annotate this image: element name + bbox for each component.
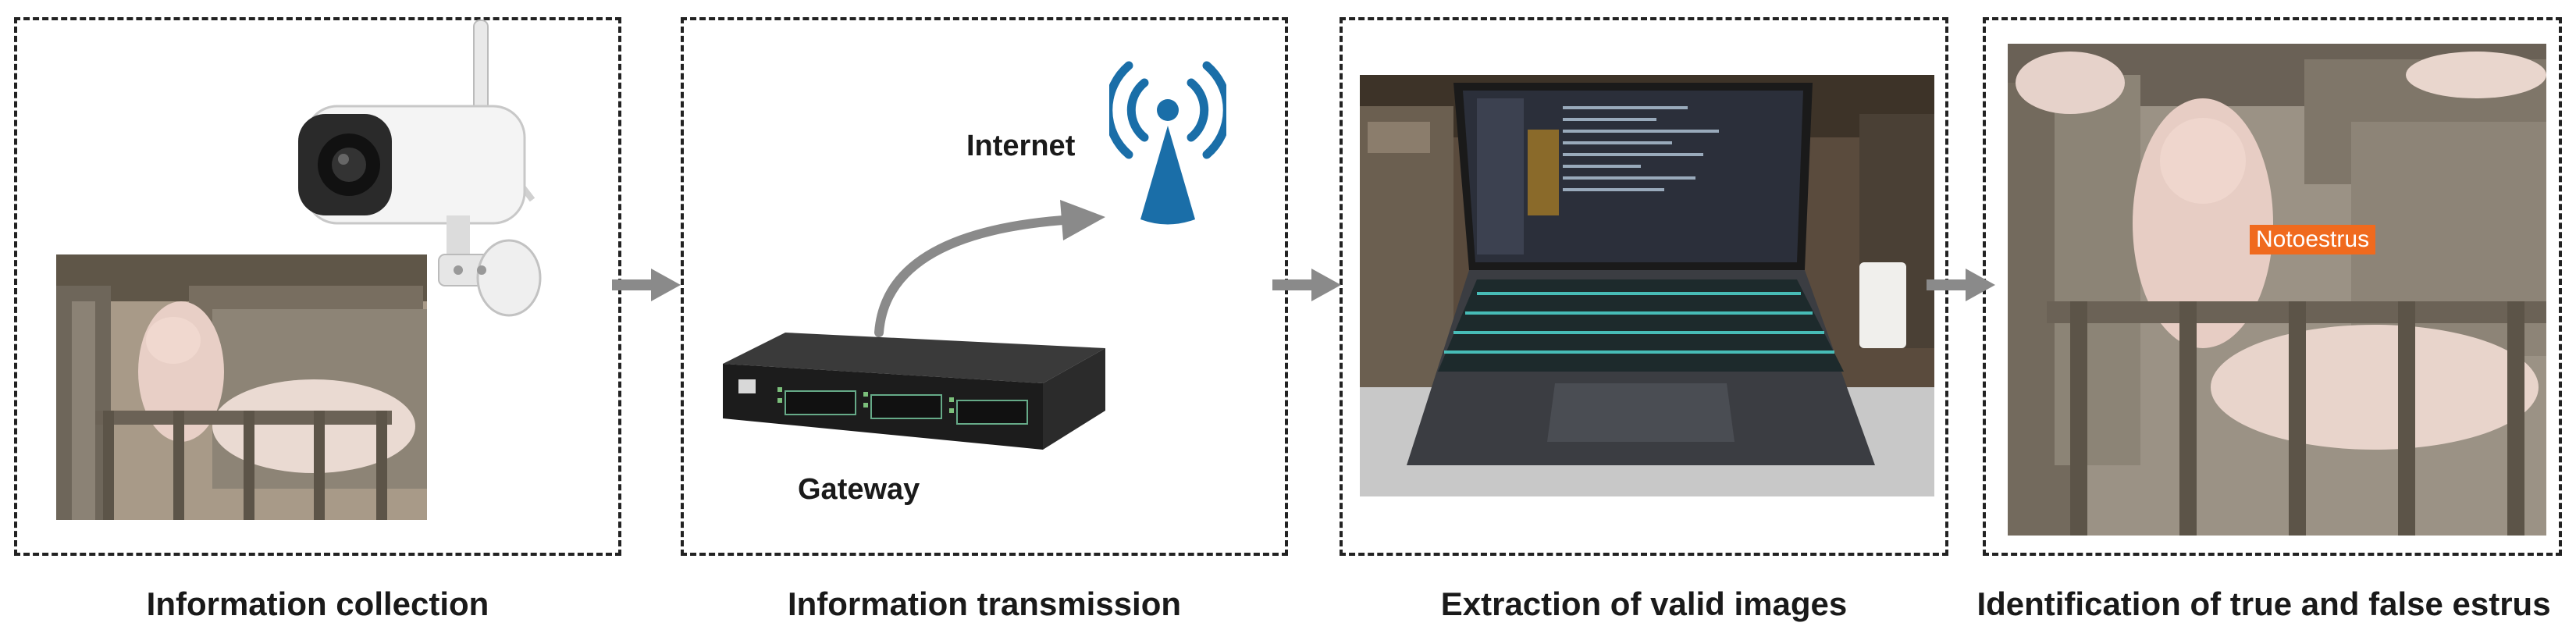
flow-arrow-icon	[1272, 269, 1341, 301]
pig-pen-photo	[56, 254, 427, 520]
flow-arrow-icon	[1927, 269, 1995, 301]
flow-arrow-icon	[612, 269, 681, 301]
detection-tag: Notoestrus	[2250, 225, 2376, 254]
caption-extraction-of-valid-images: Extraction of valid images	[1440, 585, 1848, 622]
caption-identification-of-estrus: Identification of true and false estrus	[1976, 585, 2551, 622]
camera-icon	[298, 20, 542, 317]
panel-identification-of-estrus: Notoestrus	[1983, 17, 2562, 556]
caption-information-transmission: Information transmission	[787, 585, 1182, 622]
gateway-label: Gateway	[798, 473, 920, 506]
wifi-tower-icon	[1109, 61, 1226, 225]
gateway-router-icon	[723, 333, 1105, 450]
panel-information-collection	[14, 17, 621, 556]
caption-information-collection: Information collection	[146, 585, 489, 622]
laptop-icon	[1360, 75, 1934, 496]
internet-label: Internet	[966, 130, 1076, 162]
transmission-arrow	[874, 200, 1105, 337]
detection-photo	[2008, 44, 2546, 536]
panel-extraction-of-valid-images	[1340, 17, 1948, 556]
panel-information-transmission: Internet Gateway	[681, 17, 1288, 556]
